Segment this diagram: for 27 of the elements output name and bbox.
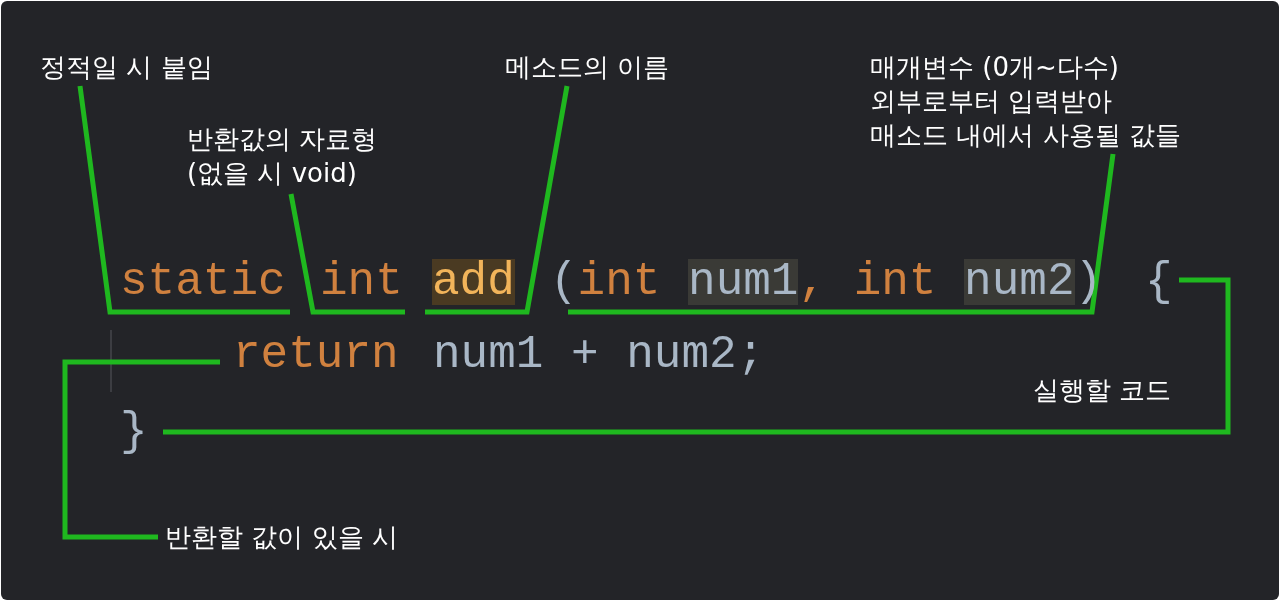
code-token: num1: [688, 259, 799, 305]
code-token: static: [120, 259, 286, 312]
code-token: int: [320, 259, 403, 312]
annotation-text: 반환할 값이 있을 시: [165, 520, 398, 554]
code-token: num2: [964, 259, 1075, 305]
annotation-text: 매소드 내에서 사용될 값들: [870, 119, 1181, 152]
code-token: ): [1074, 259, 1103, 305]
annotation-text: 정적일 시 붙임: [40, 50, 213, 84]
code-token: ,: [798, 259, 827, 305]
leader-line: [163, 277, 1231, 435]
code-text: num1 + num2;: [433, 332, 765, 383]
annotation-text: 반환값의 자료형 (없을 시 void): [187, 122, 432, 190]
code-token: {: [1145, 259, 1173, 312]
code-token: int: [577, 259, 661, 305]
annotation-heading: 매개변수 (0개~다수): [870, 51, 1120, 84]
code-token: return: [233, 332, 399, 385]
annotation-text: 메소드의 이름: [505, 50, 670, 84]
code-token: }: [120, 409, 148, 462]
code-token: (: [550, 259, 578, 305]
code-token: add: [432, 259, 515, 305]
leader-line: [425, 85, 570, 315]
annotation-text: 외부로부터 입력받아: [870, 85, 1114, 118]
code-token: int: [853, 259, 937, 305]
leader-line: [568, 153, 1116, 315]
leader-line: [77, 85, 290, 315]
leader-line: [288, 193, 405, 315]
leader-line: [62, 359, 220, 540]
